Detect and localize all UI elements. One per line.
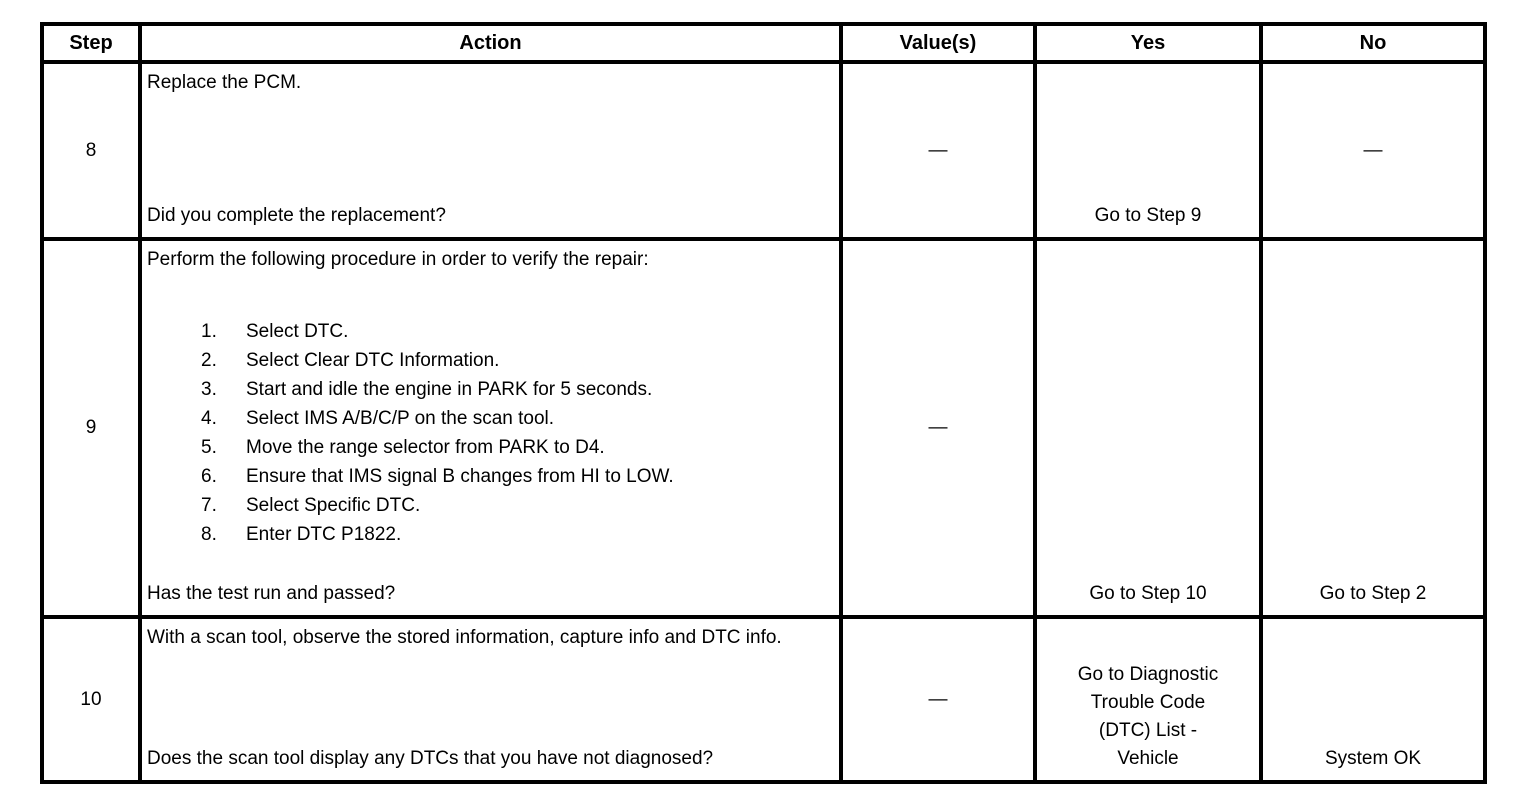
action-instruction: Perform the following procedure in order… xyxy=(147,249,649,270)
list-item: 2.Select Clear DTC Information. xyxy=(201,350,500,371)
action-question: Does the scan tool display any DTCs that… xyxy=(147,748,714,769)
header-cell-step: Step xyxy=(44,26,138,60)
value-cell: — xyxy=(843,241,1033,615)
header-cell-values: Value(s) xyxy=(843,26,1033,60)
action-instruction: With a scan tool, observe the stored inf… xyxy=(147,627,782,648)
list-item: 6.Ensure that IMS signal B changes from … xyxy=(201,466,674,487)
list-item: 1.Select DTC. xyxy=(201,321,349,342)
diagnostic-table: Step Action Value(s) Yes No 8 Replace th… xyxy=(40,22,1487,784)
step-number: 10 xyxy=(44,619,138,780)
list-item: 8.Enter DTC P1822. xyxy=(201,524,402,545)
no-cell: System OK xyxy=(1263,619,1483,780)
action-cell: Replace the PCM. Did you complete the re… xyxy=(142,64,839,237)
value-cell: — xyxy=(843,64,1033,237)
list-item: 3.Start and idle the engine in PARK for … xyxy=(201,379,653,400)
list-item: 5.Move the range selector from PARK to D… xyxy=(201,437,605,458)
header-cell-yes: Yes xyxy=(1037,26,1259,60)
step-number: 9 xyxy=(44,241,138,615)
list-item: 7.Select Specific DTC. xyxy=(201,495,421,516)
action-cell: Perform the following procedure in order… xyxy=(142,241,839,615)
header-cell-no: No xyxy=(1263,26,1483,60)
yes-cell: Go to Step 9 xyxy=(1037,64,1259,237)
procedure-list: 1.Select DTC. 2.Select Clear DTC Informa… xyxy=(147,317,833,549)
no-cell: — xyxy=(1263,64,1483,237)
yes-cell: Go to Step 10 xyxy=(1037,241,1259,615)
action-instruction: Replace the PCM. xyxy=(147,72,302,93)
yes-cell: Go to Diagnostic Trouble Code (DTC) List… xyxy=(1037,619,1259,780)
no-cell: Go to Step 2 xyxy=(1263,241,1483,615)
step-number: 8 xyxy=(44,64,138,237)
value-cell: — xyxy=(843,619,1033,780)
header-cell-action: Action xyxy=(142,26,839,60)
action-question: Has the test run and passed? xyxy=(147,583,396,604)
list-item: 4.Select IMS A/B/C/P on the scan tool. xyxy=(201,408,555,429)
action-question: Did you complete the replacement? xyxy=(147,205,446,226)
action-cell: With a scan tool, observe the stored inf… xyxy=(142,619,839,780)
